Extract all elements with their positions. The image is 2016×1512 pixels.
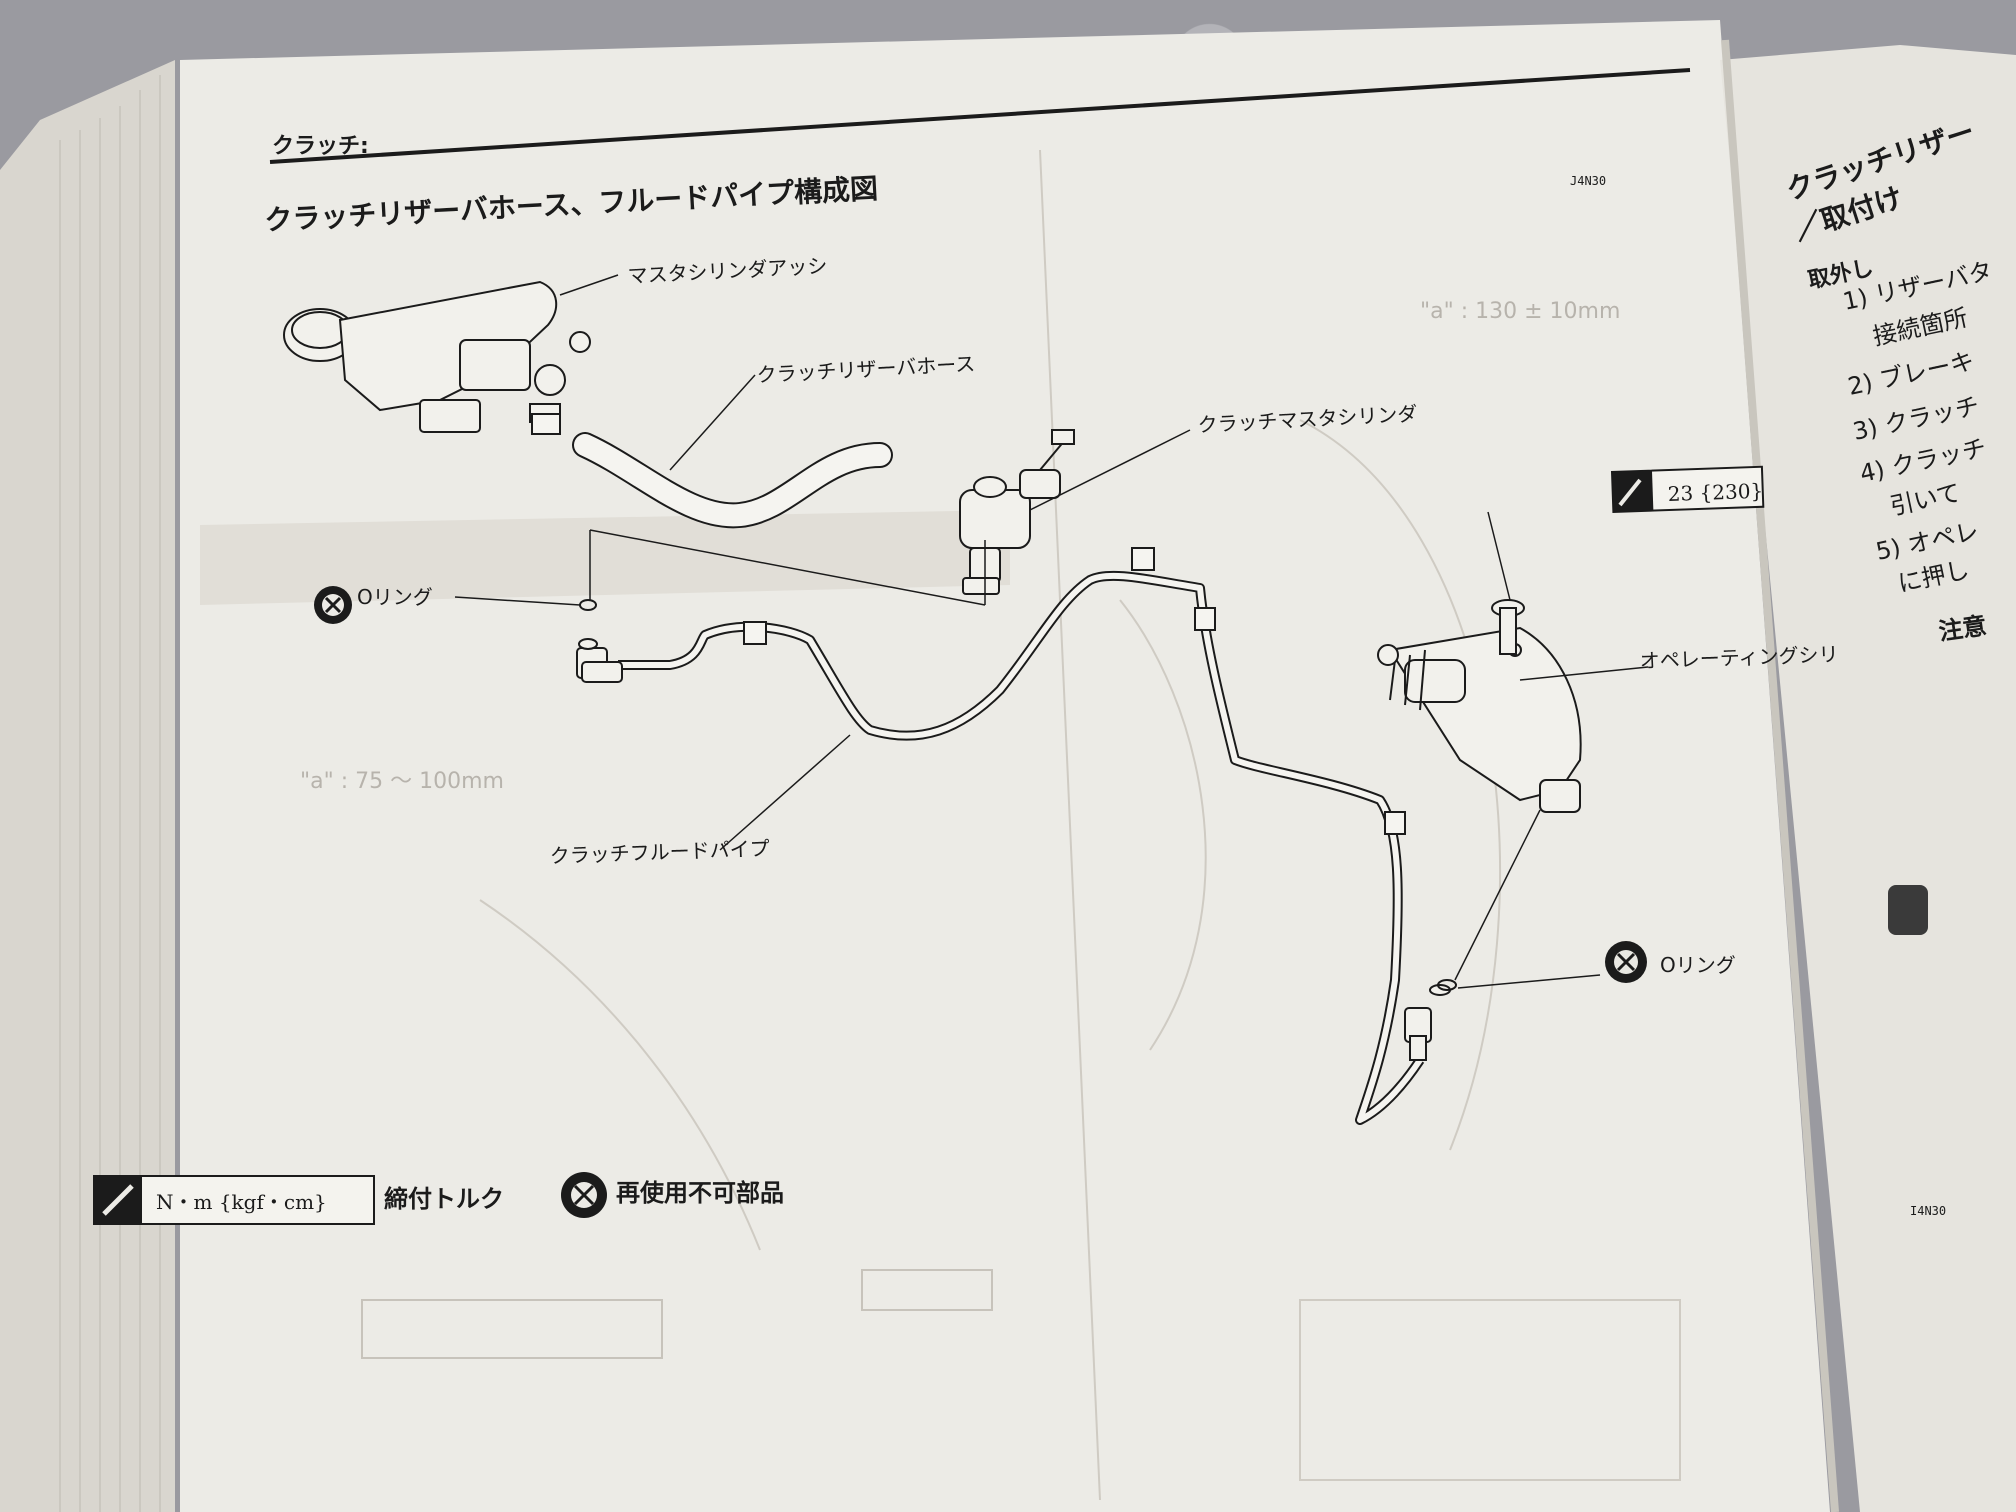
torque-spec-box: 23 {230} <box>1610 465 1765 514</box>
header-rule <box>269 68 1691 164</box>
ghost-dimension-b: "a" : 75 ～ 100mm <box>300 769 504 794</box>
pipe-clips <box>743 547 1406 835</box>
edge-code: I4N30 <box>1910 1204 1946 1218</box>
clutch-master-cylinder <box>959 429 1075 595</box>
non-reusable-icon-left <box>314 586 352 624</box>
non-reusable-icon-right <box>1605 941 1647 983</box>
bleed-through-band: "a" : 75 ～ 100mm "a" : 130 ± 10mm <box>200 299 1620 794</box>
callout-o-ring-right: Oリング <box>1660 953 1736 977</box>
clutch-fluid-pipe-fill <box>618 572 1423 1123</box>
reservoir-hose-fill <box>574 434 891 527</box>
leader-lines <box>454 274 1649 989</box>
callout-o-ring-left: Oリング <box>357 585 433 609</box>
legend-unit: N・m {kgf・cm} <box>156 1190 327 1214</box>
legend-torque-wrench-icon <box>102 1184 134 1216</box>
master-cylinder-assy <box>283 280 591 433</box>
mounting-bolt <box>1491 599 1525 655</box>
left-page-paper <box>180 20 1830 1512</box>
page-gutter <box>1721 39 1839 1512</box>
pipe-fitting-left <box>576 638 623 683</box>
page-stack-lines <box>59 75 161 1512</box>
ghost-dimension-a: "a" : 130 ± 10mm <box>1420 299 1620 324</box>
hose-clamp <box>531 413 561 435</box>
right-caution: 注意 <box>1937 612 1988 646</box>
binder-clip <box>1888 885 1928 935</box>
legend-torque-label: 締付トルク <box>384 1185 504 1213</box>
right-page-paper <box>1720 45 2016 1512</box>
right-code: J4N30 <box>1570 174 1606 188</box>
bleed-legend-ghost <box>361 1269 993 1359</box>
o-ring-right-part <box>1437 979 1457 991</box>
bleed-through-ghost <box>479 149 1681 1501</box>
page-stack-edge <box>0 60 175 1512</box>
legend-non-reusable-icon-x <box>573 1184 595 1206</box>
operating-cylinder <box>1377 626 1582 813</box>
torque-spec-value: 23 {230} <box>1667 479 1763 506</box>
torque-wrench-icon <box>1618 478 1642 507</box>
pipe-fitting-right <box>1404 984 1451 1061</box>
legend-non-reusable-label: 再使用不可部品 <box>616 1179 784 1207</box>
legend: N・m {kgf・cm} 締付トルク 再使用不可部品 <box>93 1172 784 1225</box>
